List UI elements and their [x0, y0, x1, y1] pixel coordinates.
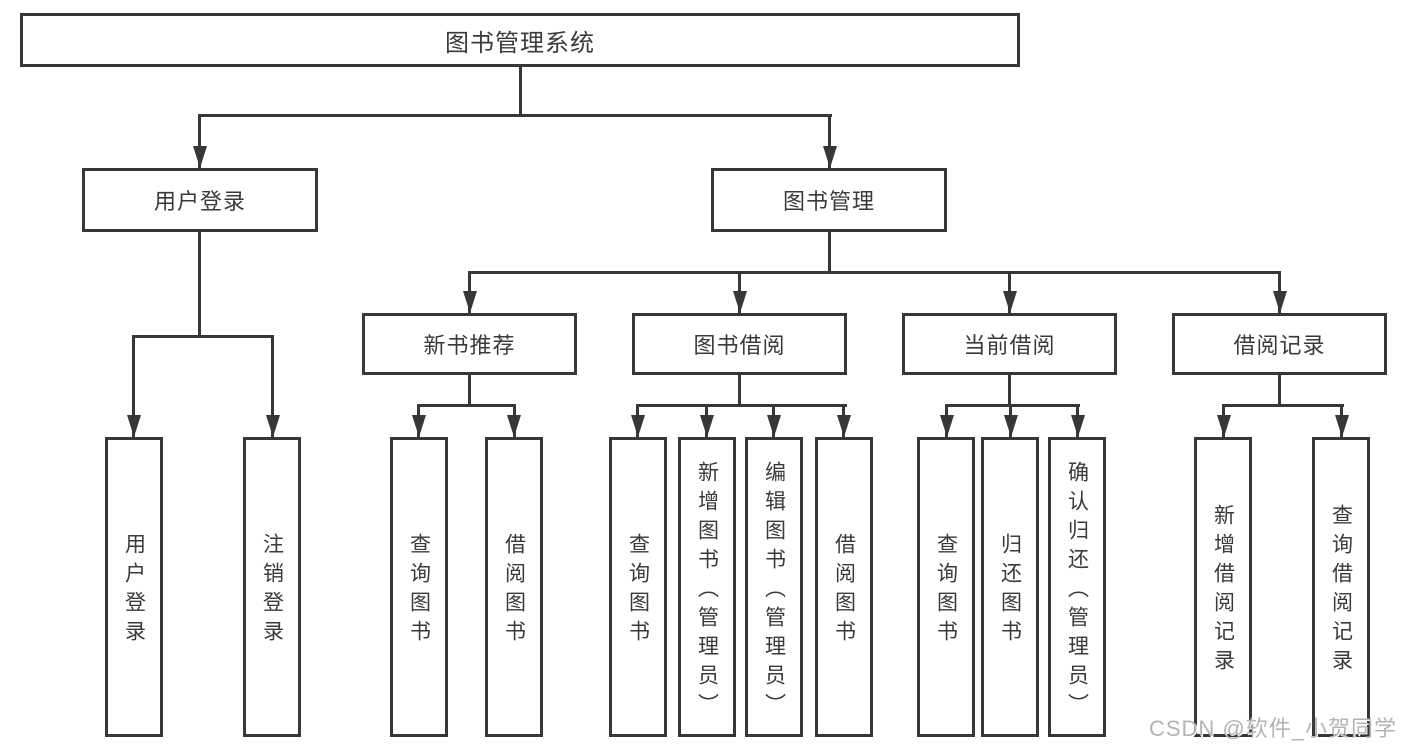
- node-book-management: 图书管理: [711, 168, 947, 232]
- node-label: 查询图书: [626, 533, 650, 649]
- arrowhead: [823, 146, 837, 168]
- connector: [636, 404, 847, 407]
- node-label: 当前借阅: [963, 333, 1056, 358]
- arrowhead: [733, 291, 747, 313]
- connector: [468, 375, 471, 407]
- arrowhead: [1004, 415, 1018, 437]
- leaf-query-book-recommend: 查询图书: [390, 437, 448, 737]
- arrowhead: [1217, 415, 1231, 437]
- arrowhead: [837, 415, 851, 437]
- arrowhead: [1003, 291, 1017, 313]
- node-user-login: 用户登录: [82, 168, 318, 232]
- node-label: 图书借阅: [693, 333, 786, 358]
- node-label: 借阅图书: [832, 533, 856, 649]
- node-label: 借阅记录: [1233, 333, 1326, 358]
- arrowhead: [193, 146, 207, 168]
- leaf-edit-book-admin: 编辑图书（管理员）: [745, 437, 803, 737]
- arrowhead: [127, 415, 141, 437]
- connector: [198, 114, 832, 117]
- node-root: 图书管理系统: [20, 13, 1020, 67]
- connector: [519, 67, 522, 117]
- node-new-book-recommend: 新书推荐: [362, 313, 577, 375]
- leaf-add-borrow-record: 新增借阅记录: [1194, 437, 1252, 737]
- node-label: 用户登录: [153, 189, 246, 214]
- node-borrowing-records: 借阅记录: [1172, 313, 1387, 375]
- arrowhead: [767, 415, 781, 437]
- node-label: 用户登录: [122, 533, 146, 649]
- node-label: 借阅图书: [502, 533, 526, 649]
- connector: [198, 114, 201, 168]
- leaf-confirm-return-admin: 确认归还（管理员）: [1048, 437, 1106, 737]
- connector: [1222, 404, 1344, 407]
- leaf-query-borrow-record: 查询借阅记录: [1312, 437, 1370, 737]
- connector: [1278, 375, 1281, 407]
- node-label: 图书管理系统: [445, 29, 595, 57]
- connector: [945, 404, 1080, 407]
- leaf-borrow-book: 借阅图书: [815, 437, 873, 737]
- arrowhead: [700, 415, 714, 437]
- node-label: 归还图书: [998, 533, 1022, 649]
- node-label: 查询图书: [407, 533, 431, 649]
- connector: [417, 404, 516, 407]
- connector: [271, 335, 274, 437]
- arrowhead: [463, 291, 477, 313]
- leaf-return-book: 归还图书: [981, 437, 1039, 737]
- watermark: CSDN @软件_小贺同学: [1148, 716, 1397, 741]
- connector: [132, 335, 135, 437]
- arrowhead: [1273, 291, 1287, 313]
- arrowhead: [940, 415, 954, 437]
- leaf-add-book-admin: 新增图书（管理员）: [678, 437, 736, 737]
- connector: [132, 335, 274, 338]
- node-label: 新增图书（管理员）: [695, 460, 719, 722]
- connector: [468, 271, 1281, 274]
- connector: [738, 375, 741, 407]
- node-label: 图书管理: [782, 189, 875, 214]
- node-current-borrowing: 当前借阅: [902, 313, 1117, 375]
- node-label: 注销登录: [260, 533, 284, 649]
- node-label: 确认归还（管理员）: [1065, 460, 1089, 722]
- arrowhead: [266, 415, 280, 437]
- node-label: 查询借阅记录: [1329, 504, 1353, 678]
- leaf-borrow-book-recommend: 借阅图书: [485, 437, 543, 737]
- connector: [828, 232, 831, 274]
- connector: [828, 114, 831, 168]
- node-label: 新增借阅记录: [1211, 504, 1235, 678]
- leaf-query-book-current: 查询图书: [917, 437, 975, 737]
- arrowhead: [412, 415, 426, 437]
- node-label: 编辑图书（管理员）: [762, 460, 786, 722]
- node-book-borrowing: 图书借阅: [632, 313, 847, 375]
- leaf-user-login: 用户登录: [105, 437, 163, 737]
- leaf-logout: 注销登录: [243, 437, 301, 737]
- leaf-query-book-borrow: 查询图书: [609, 437, 667, 737]
- arrowhead: [631, 415, 645, 437]
- arrowhead: [1071, 415, 1085, 437]
- node-label: 新书推荐: [423, 333, 516, 358]
- arrowhead: [507, 415, 521, 437]
- arrowhead: [1335, 415, 1349, 437]
- node-label: 查询图书: [934, 533, 958, 649]
- connector: [198, 232, 201, 338]
- connector: [1008, 375, 1011, 407]
